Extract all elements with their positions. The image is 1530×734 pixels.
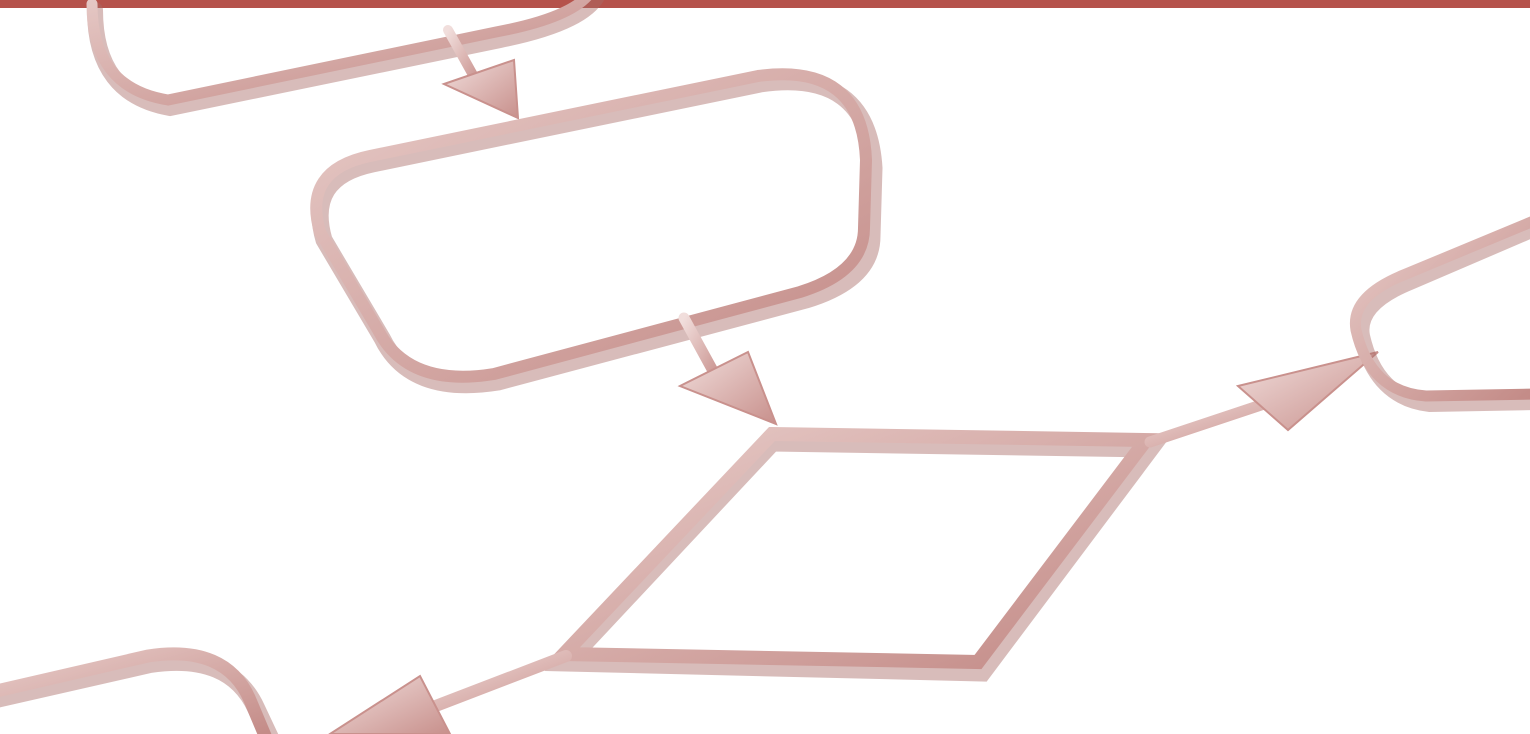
flow-box-right [1355, 220, 1530, 404]
arrow-middle-to-diamond [680, 318, 776, 424]
arrow-diamond-to-bottom-left [330, 656, 566, 734]
flow-box-top [92, 0, 600, 108]
flow-box-bottom-left [0, 654, 272, 734]
flow-box-middle [316, 74, 874, 384]
decision-diamond [564, 434, 1150, 672]
arrow-diamond-to-right [1150, 352, 1378, 442]
